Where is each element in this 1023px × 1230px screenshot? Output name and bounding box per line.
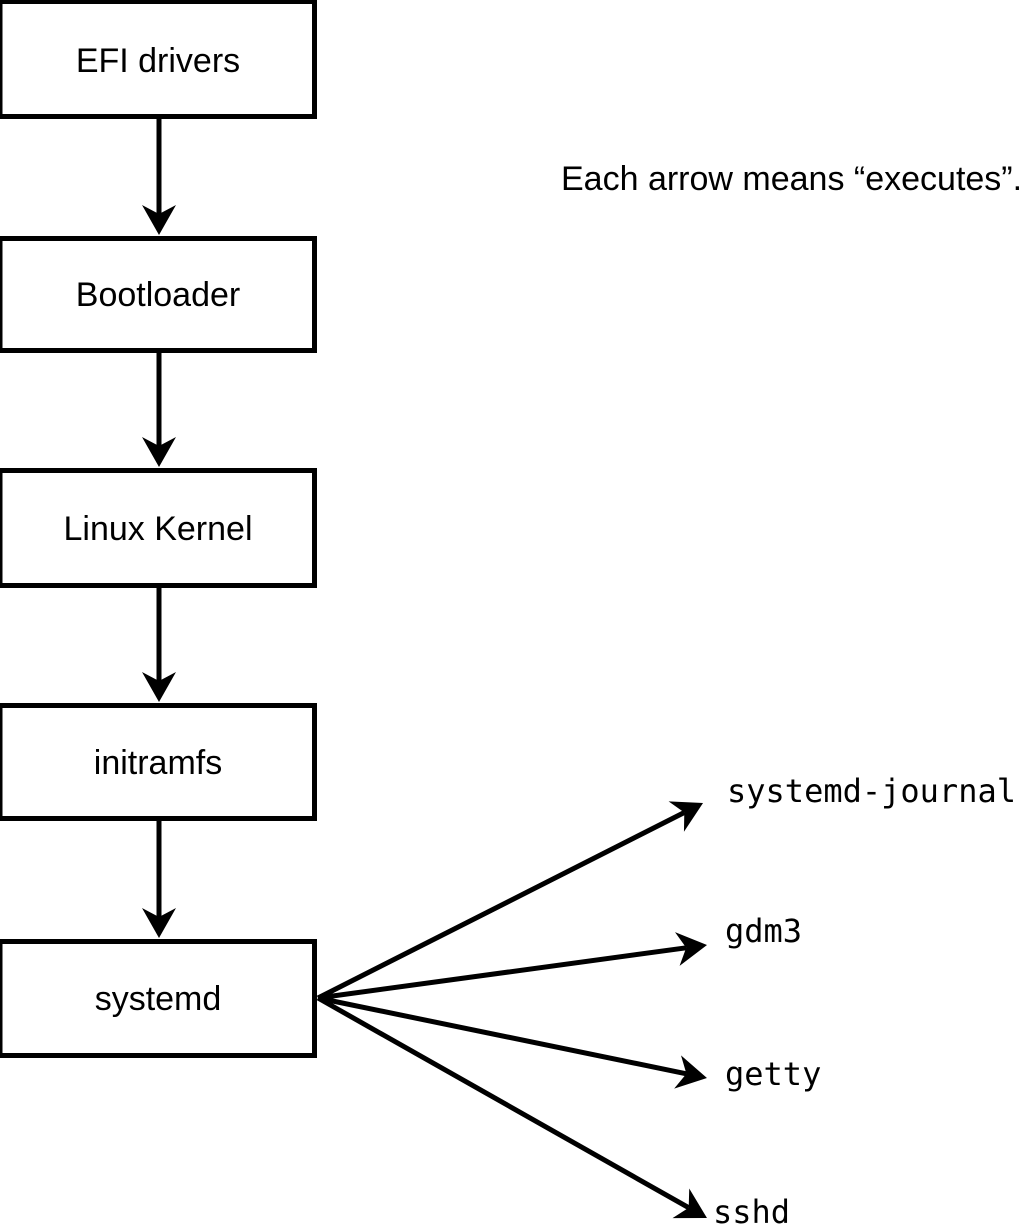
- label-sshd: sshd: [713, 1193, 790, 1230]
- box-bootloader: [0, 236, 317, 353]
- arrow-systemd-to-systemd-journal: [316, 801, 704, 1001]
- box-label-efi-drivers: EFI drivers: [76, 42, 240, 80]
- arrow-systemd-to-sshd: [316, 995, 707, 1219]
- arrow-systemd-to-getty: [317, 995, 707, 1089]
- arrow-legend-note: Each arrow means “executes”.: [561, 160, 1022, 198]
- box-initramfs: [0, 703, 317, 821]
- arrow-systemd-to-gdm3: [317, 932, 708, 1001]
- box-linux-kernel: [0, 468, 317, 588]
- box-label-linux-kernel: Linux Kernel: [63, 510, 252, 548]
- label-gdm3: gdm3: [725, 912, 802, 950]
- box-label-bootloader: Bootloader: [76, 276, 240, 314]
- box-efi-drivers: [0, 0, 317, 119]
- label-getty: getty: [725, 1055, 821, 1093]
- box-label-systemd: systemd: [95, 980, 222, 1018]
- box-systemd: [0, 939, 317, 1058]
- label-systemd-journal: systemd-journal: [727, 772, 1016, 810]
- box-label-initramfs: initramfs: [94, 744, 222, 782]
